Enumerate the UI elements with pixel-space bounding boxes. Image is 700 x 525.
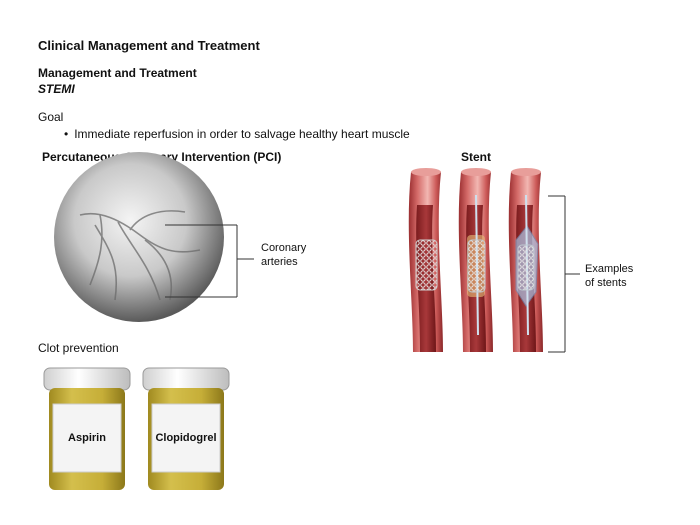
stents-callout	[548, 195, 580, 353]
angiogram-image	[54, 152, 224, 322]
stent-vessel-3	[508, 168, 543, 352]
aspirin-label: Aspirin	[68, 432, 106, 444]
subsection-heading: STEMI	[38, 82, 75, 96]
coronary-label: Coronary arteries	[261, 241, 306, 269]
section-heading: Management and Treatment	[38, 66, 197, 80]
coronary-label-line2: arteries	[261, 256, 298, 268]
aspirin-bottle	[43, 367, 131, 490]
goal-label: Goal	[38, 110, 64, 124]
coronary-arteries-callout	[165, 224, 254, 298]
goal-bullet: Immediate reperfusion in order to salvag…	[64, 127, 410, 141]
page-title: Clinical Management and Treatment	[38, 38, 260, 53]
stent-vessel-1	[408, 168, 443, 352]
coronary-label-line1: Coronary	[261, 242, 307, 254]
clot-prevention-label: Clot prevention	[38, 341, 119, 355]
stent-title: Stent	[461, 150, 491, 164]
stents-label-line2: of stents	[585, 277, 627, 289]
clopidogrel-label: Clopidogrel	[155, 432, 217, 444]
stent-vessel-2	[458, 168, 493, 352]
clopidogrel-bottle	[142, 367, 230, 490]
stents-label: Examples of stents	[585, 262, 633, 290]
stents-label-line1: Examples	[585, 263, 634, 275]
